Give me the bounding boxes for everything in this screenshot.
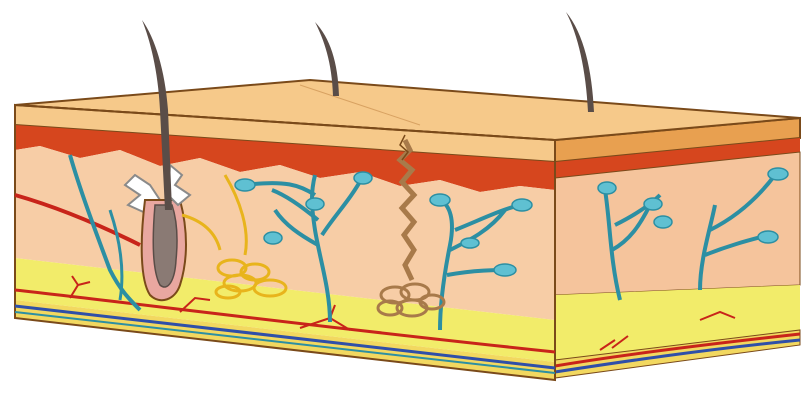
touch-receptor-4: [354, 172, 372, 184]
touch-receptor-3: [306, 198, 324, 210]
touch-receptor-5: [430, 194, 450, 206]
side-receptor-1: [598, 182, 616, 194]
side-receptor-5: [758, 231, 778, 243]
front-face: [15, 20, 555, 380]
right-side-face: [555, 118, 800, 378]
side-receptor-4: [768, 168, 788, 180]
touch-receptor-2: [264, 232, 282, 244]
touch-receptor-1: [235, 179, 255, 191]
touch-receptor-8: [461, 238, 479, 248]
touch-receptor-6: [512, 199, 532, 211]
hair-root: [153, 205, 177, 287]
hair-shaft-3: [566, 12, 594, 112]
touch-receptor-7: [494, 264, 516, 276]
side-receptor-2: [644, 198, 662, 210]
side-receptor-3: [654, 216, 672, 228]
